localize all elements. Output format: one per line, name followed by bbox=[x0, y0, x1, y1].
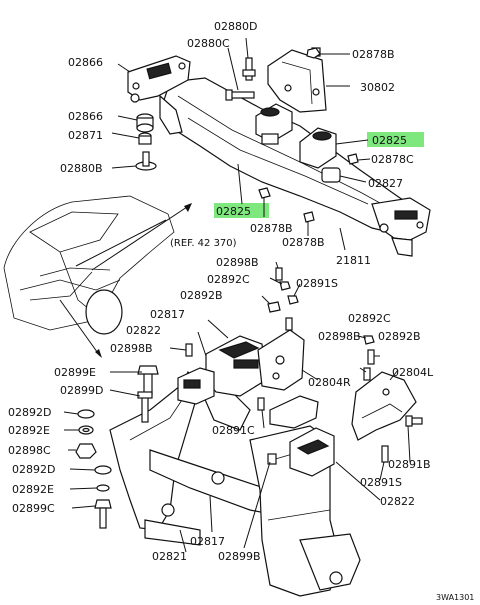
label-02898B-c: 02898B bbox=[110, 342, 153, 355]
nut-02878C bbox=[347, 153, 359, 165]
label-02892E-a: 02892E bbox=[8, 424, 50, 437]
label-02822-a: 02822 bbox=[126, 324, 161, 337]
label-02878B-mid2: 02878B bbox=[282, 236, 325, 249]
mount-02822-b bbox=[289, 427, 335, 477]
washer-02892D-b bbox=[94, 465, 112, 475]
bushing-02866-b bbox=[136, 113, 154, 133]
part-labels: 02880D 02880C 02878B 02866 30802 02866 0… bbox=[8, 20, 474, 602]
bolt-02891C bbox=[257, 397, 265, 411]
label-30802: 30802 bbox=[360, 81, 395, 94]
label-02822-b: 02822 bbox=[380, 495, 415, 508]
bushing-02871 bbox=[138, 132, 152, 145]
highlight-02825-left bbox=[214, 203, 269, 218]
vehicle-outline-sketch bbox=[3, 195, 192, 358]
nut-02878B-top bbox=[306, 47, 321, 59]
label-02804R: 02804R bbox=[308, 376, 351, 389]
label-02825-left: 02825 bbox=[216, 205, 251, 218]
nut-02892C-b bbox=[363, 335, 375, 345]
bolt-02898B-d bbox=[363, 367, 371, 381]
label-02878B-top: 02878B bbox=[352, 48, 395, 61]
nut-02898C bbox=[75, 443, 97, 459]
nut-02878B-mid2 bbox=[303, 211, 315, 223]
label-02891B: 02891B bbox=[388, 458, 431, 471]
label-02899C: 02899C bbox=[12, 502, 55, 515]
highlight-02825-right bbox=[367, 132, 424, 147]
label-02891S-a: 02891S bbox=[296, 277, 338, 290]
label-02892C-b: 02892C bbox=[348, 312, 391, 325]
label-02880D: 02880D bbox=[214, 20, 257, 33]
nut-02892C-a bbox=[279, 281, 291, 291]
bolt-02899D bbox=[137, 391, 153, 423]
bolt-02891B bbox=[405, 415, 423, 427]
bolt-02892B-b bbox=[367, 349, 375, 365]
washer-02892E-a bbox=[78, 425, 94, 435]
label-02878B-mid1: 02878B bbox=[250, 222, 293, 235]
washer-02892D-a bbox=[77, 409, 95, 419]
upper-right-bracket-30802 bbox=[267, 47, 327, 113]
nut-02878B-mid1 bbox=[258, 187, 271, 199]
bolt-02898B-b bbox=[285, 317, 293, 331]
bolt-02899C bbox=[94, 499, 112, 529]
washer-02892B-a bbox=[267, 301, 281, 313]
label-02817-a: 02817 bbox=[150, 308, 185, 321]
bracket-02891C bbox=[269, 395, 319, 429]
label-02880C: 02880C bbox=[187, 37, 230, 50]
bolt-02898B-a bbox=[275, 267, 283, 281]
bolt-02880C bbox=[242, 57, 256, 81]
label-02827: 02827 bbox=[368, 177, 403, 190]
label-02891S-b: 02891S bbox=[360, 476, 402, 489]
label-02892D-b: 02892D bbox=[12, 463, 55, 476]
front-crossmember bbox=[159, 77, 431, 257]
label-02871: 02871 bbox=[68, 129, 103, 142]
label-02866-a: 02866 bbox=[68, 56, 103, 69]
label-02899D: 02899D bbox=[60, 384, 103, 397]
label-02892B-b: 02892B bbox=[378, 330, 421, 343]
nut-02891S-a bbox=[287, 295, 299, 305]
washer-02892E-b bbox=[96, 484, 110, 492]
label-02825-right: 02825 bbox=[372, 134, 407, 147]
label-02898B-b: 02898B bbox=[318, 330, 361, 343]
label-02892C-a: 02892C bbox=[207, 273, 250, 286]
engine-mount-right-02825 bbox=[299, 127, 341, 183]
label-02899B: 02899B bbox=[218, 550, 261, 563]
label-02892D-a: 02892D bbox=[8, 406, 51, 419]
bracket-02804L bbox=[351, 371, 417, 441]
bolt-02898B-c bbox=[185, 343, 193, 357]
label-02899E: 02899E bbox=[54, 366, 96, 379]
label-02880B: 02880B bbox=[60, 162, 103, 175]
label-02817-b: 02817 bbox=[190, 535, 225, 548]
leader-lines bbox=[63, 37, 411, 553]
mount-02822-a bbox=[177, 367, 215, 405]
left-mount-bracket bbox=[127, 55, 191, 135]
bracket-02804R bbox=[257, 329, 305, 391]
bolt-02899E bbox=[137, 365, 159, 395]
diagram-code: 3WA1301 bbox=[436, 593, 474, 602]
label-02898C: 02898C bbox=[8, 444, 51, 457]
mount-02817-a bbox=[205, 335, 267, 397]
label-02878C: 02878C bbox=[371, 153, 414, 166]
bolt-02880D bbox=[225, 89, 255, 101]
label-21811: 21811 bbox=[336, 254, 371, 267]
label-02891C: 02891C bbox=[212, 424, 255, 437]
label-ref-42370: (REF. 42 370) bbox=[170, 238, 237, 249]
label-02898B-a: 02898B bbox=[216, 256, 259, 269]
label-02866-b: 02866 bbox=[68, 110, 103, 123]
bolt-02891S-b bbox=[381, 445, 389, 463]
label-02821: 02821 bbox=[152, 550, 187, 563]
label-02892B-a: 02892B bbox=[180, 289, 223, 302]
label-02804L: 02804L bbox=[392, 366, 434, 379]
label-02892E-b: 02892E bbox=[12, 483, 54, 496]
bolt-02899B bbox=[267, 453, 277, 465]
bolt-02880B bbox=[135, 151, 157, 171]
engine-mount-left-02825 bbox=[255, 103, 293, 145]
